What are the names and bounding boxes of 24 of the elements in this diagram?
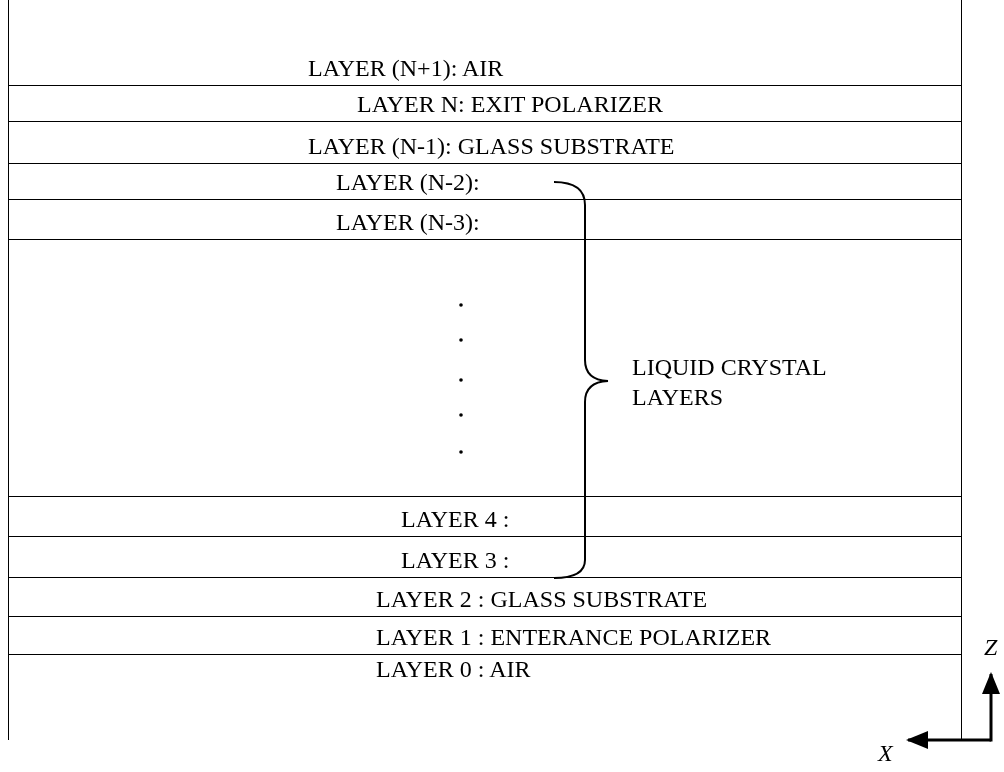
layer-label: LAYER 2 : GLASS SUBSTRATE [376,586,708,612]
layer-band [8,0,962,86]
layer-label: LAYER (N-2): [336,169,480,195]
layer-band [8,86,962,122]
bracket-label: LIQUID CRYSTAL LAYERS [632,353,827,412]
layer-label: LAYER (N+1): AIR [308,55,504,81]
layer-label: LAYER (N-1): GLASS SUBSTRATE [308,133,675,159]
layer-label: LAYER 1 : ENTERANCE POLARIZER [376,624,772,650]
axis-label: Z [984,633,998,662]
layer-band [8,240,962,497]
layer-band [8,578,962,617]
layer-label: LAYER 4 : [401,506,510,532]
layer-band [8,617,962,655]
layer-band [8,200,962,240]
layer-label: LAYER 0 : AIR [376,656,531,682]
layer-band [8,655,962,740]
layer-band [8,537,962,578]
layer-label: LAYER 3 : [401,547,510,573]
layer-band [8,164,962,200]
axis-label: X [878,739,893,768]
layer-band [8,497,962,537]
layer-band [8,122,962,164]
layer-label: LAYER N: EXIT POLARIZER [357,91,663,117]
layer-label: LAYER (N-3): [336,209,480,235]
